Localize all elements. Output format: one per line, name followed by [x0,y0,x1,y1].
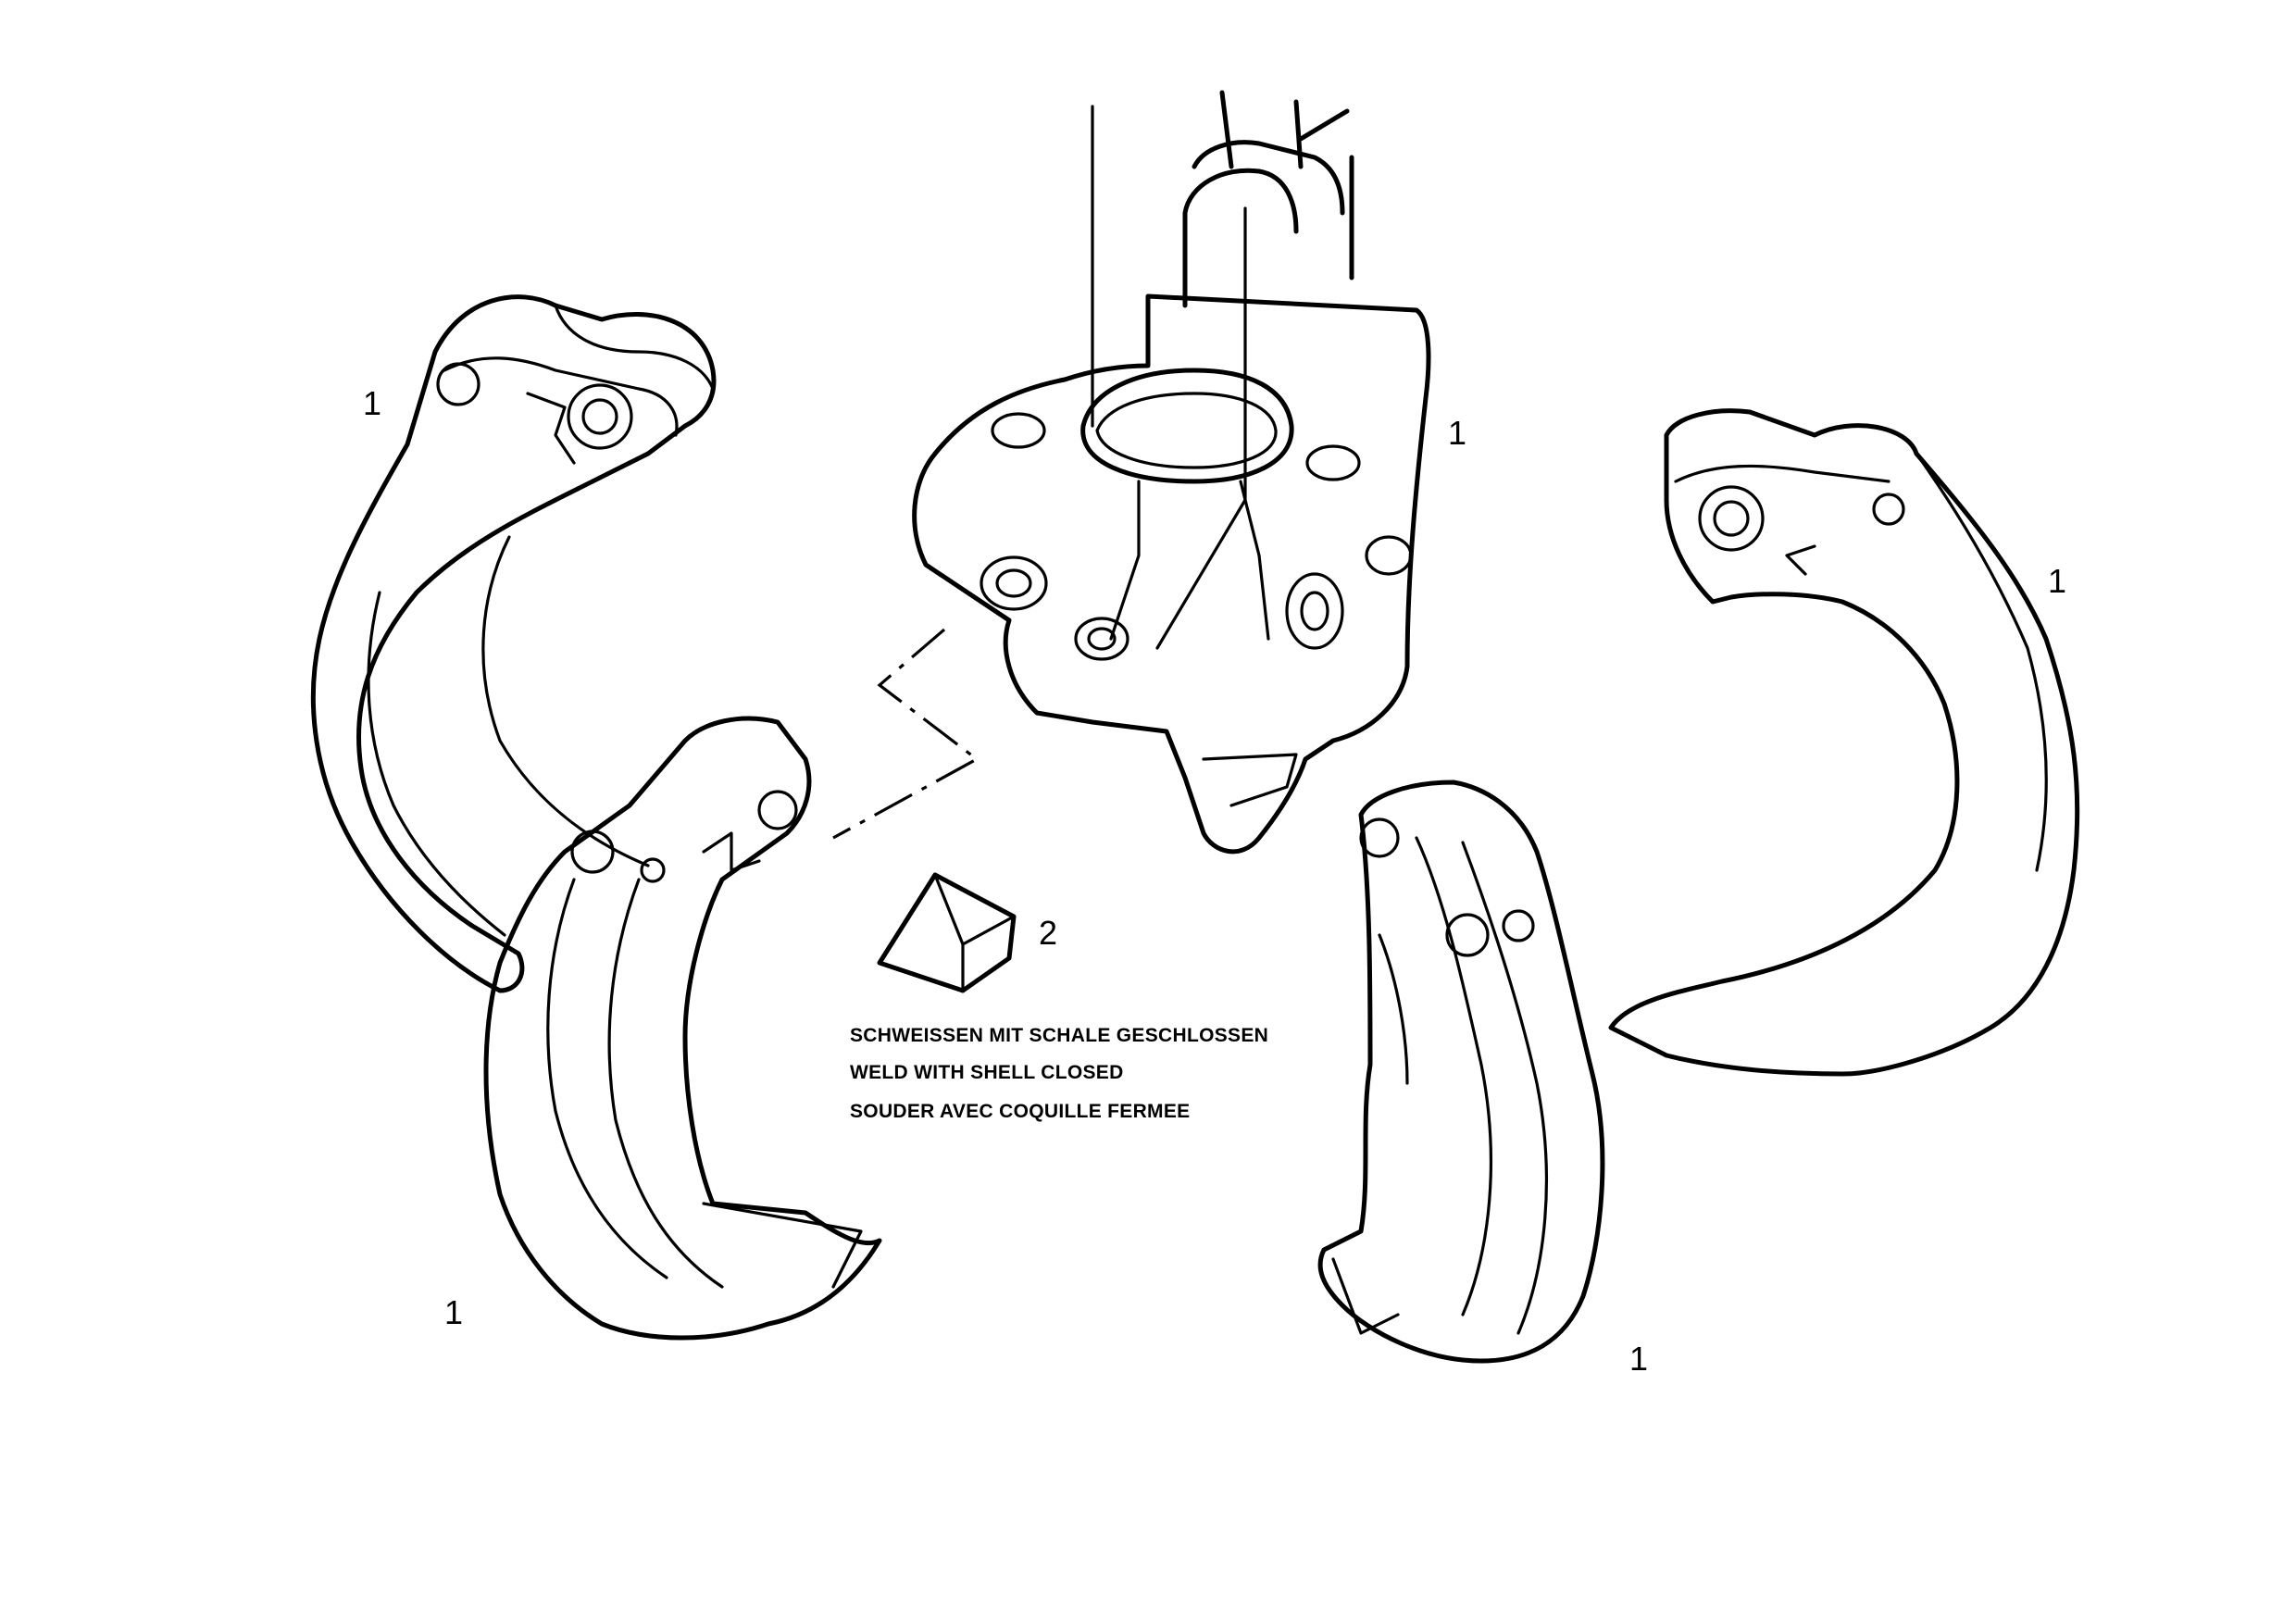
callout-upper-left-shell: 1 [363,384,382,422]
callout-upper-right-shell: 1 [2048,562,2067,600]
callout-lower-left-shell: 1 [444,1293,464,1331]
weld-note-french: SOUDER AVEC COQUILLE FERMEE [850,1101,1191,1122]
upper-right-shell [1608,408,2080,1077]
assembly-centerline [832,628,980,840]
callout-lower-right-shell: 1 [1629,1340,1649,1378]
lower-left-shell [483,716,882,1341]
callout-center-hub: 1 [1448,414,1467,452]
weld-note-german: SCHWEISSEN MIT SCHALE GESCHLOSSEN [850,1025,1269,1046]
lower-right-shell [1317,780,1605,1364]
wedge-part [877,872,1017,993]
center-hub [912,90,1431,855]
weld-note-english: WELD WITH SHELL CLOSED [850,1062,1124,1083]
upper-left-shell [310,294,717,993]
callout-wedge-part: 2 [1039,914,1058,952]
